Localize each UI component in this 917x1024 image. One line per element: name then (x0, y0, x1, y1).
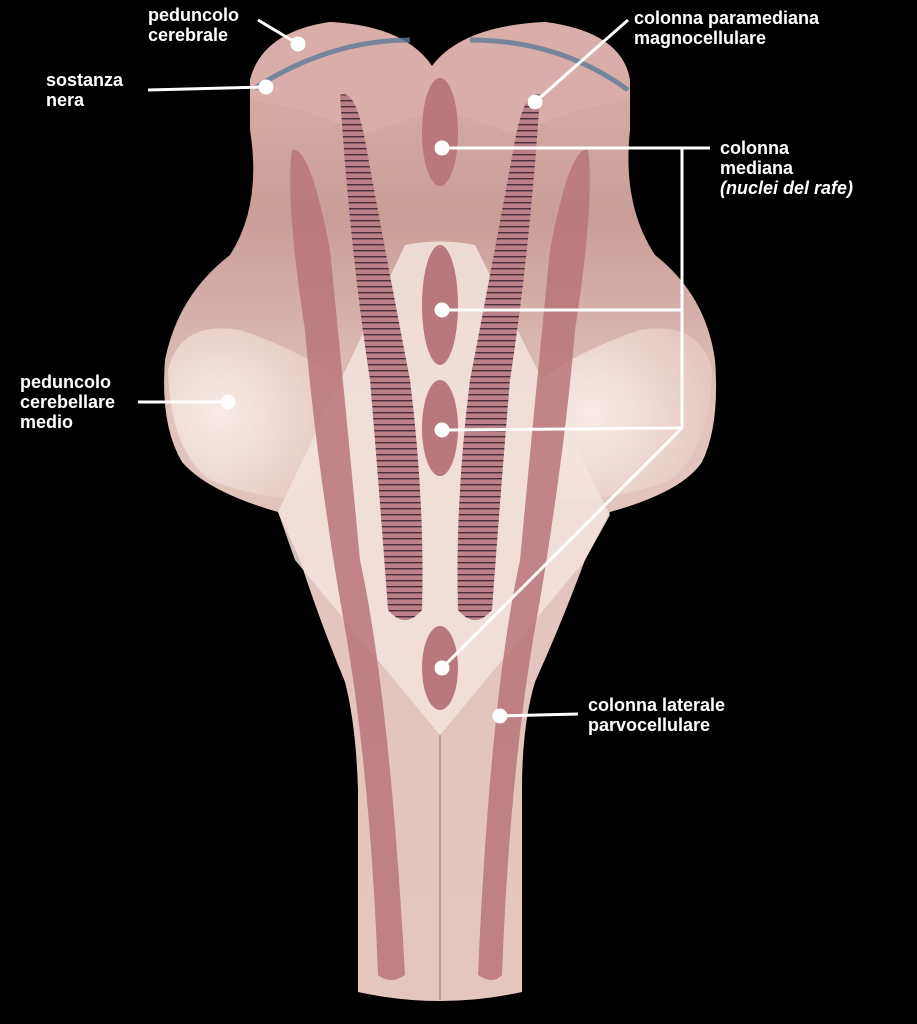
label-colonna-paramediana: colonna paramediana magnocellulare (634, 8, 819, 48)
label-line: colonna paramediana (634, 8, 820, 28)
label-peduncolo-cerebellare-medio: peduncolo cerebellare medio (20, 372, 115, 432)
label-line: nera (46, 90, 85, 110)
label-line: magnocellulare (634, 28, 767, 48)
label-line: peduncolo (20, 372, 111, 392)
label-line: mediana (720, 158, 794, 178)
label-line: cerebrale (148, 25, 229, 45)
lateral-column-left (290, 149, 405, 981)
label-line: (nuclei del rafe) (720, 178, 854, 198)
paramedian-column-left (340, 94, 423, 620)
label-line: parvocellulare (588, 715, 711, 735)
substantia-nigra (253, 37, 630, 93)
label-line: colonna (720, 138, 790, 158)
middle-cerebellar-peduncle-left (168, 328, 340, 500)
middle-cerebellar-peduncle-right (540, 328, 712, 500)
lateral-column-right (478, 149, 590, 981)
label-peduncolo-cerebrale: peduncolo cerebrale (148, 5, 239, 45)
leader-lines (138, 18, 710, 724)
label-colonna-laterale: colonna laterale parvocellulare (588, 695, 725, 735)
paramedian-column-right (457, 94, 540, 620)
label-line: peduncolo (148, 5, 239, 25)
label-line: colonna laterale (588, 695, 726, 715)
label-line: sostanza (46, 70, 124, 90)
raphe-nucleus-1 (422, 78, 458, 186)
label-sostanza-nera: sostanza nera (46, 70, 123, 110)
label-colonna-mediana: colonna mediana (nuclei del rafe) (720, 138, 853, 198)
label-line: cerebellare (20, 392, 116, 412)
label-line: medio (20, 412, 74, 432)
